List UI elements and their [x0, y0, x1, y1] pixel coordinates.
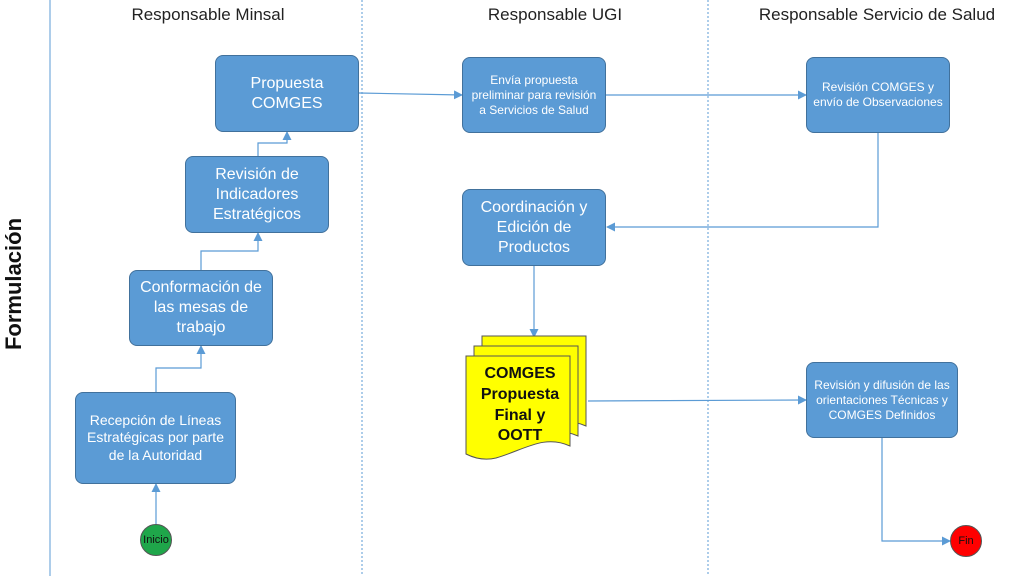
- document-label: COMGES Propuesta Final y OOTT: [470, 364, 570, 447]
- box-coordinacion-edicion: Coordinación y Edición de Productos: [462, 189, 606, 266]
- box-revision-indicadores: Revisión de Indicadores Estratégicos: [185, 156, 329, 233]
- box-revision-comges: Revisión COMGES y envío de Observaciones: [806, 57, 950, 133]
- arrow-propuesta-to-envia: [358, 90, 463, 100]
- document-label-line-1: COMGES: [484, 365, 556, 382]
- document-sheet-front: [465, 355, 571, 460]
- document-stack-shape: [465, 335, 587, 460]
- document-label-line-2: Propuesta: [480, 385, 560, 403]
- box-revision-difusion: Revisión y difusión de las orientaciones…: [806, 362, 958, 438]
- lane-title-minsal: Responsable Minsal: [131, 5, 285, 24]
- end-node: Fin: [950, 525, 982, 557]
- box-conformacion-mesas: Conformación de las mesas de trabajo: [129, 270, 273, 346]
- arrow-revision-comges-to-coordinacion: [606, 133, 879, 232]
- start-node: Inicio: [140, 524, 172, 556]
- arrow-recepcion-to-conformacion: [155, 345, 206, 392]
- document-label-line-3: Final y: [494, 406, 546, 424]
- document-label-line-4: OOTT: [497, 427, 543, 445]
- lane-title-servicio-salud: Responsable Servicio de Salud: [758, 5, 996, 24]
- box-envia-propuesta: Envía propuesta preliminar para revisión…: [462, 57, 606, 133]
- arrow-revision-difusion-to-end: [881, 438, 951, 546]
- arrow-conformacion-to-revision: [200, 232, 263, 270]
- box-propuesta-comges: Propuesta COMGES: [215, 55, 359, 132]
- arrow-document-to-revision-difusion: [587, 395, 807, 405]
- arrow-revision-to-propuesta: [257, 131, 292, 156]
- start-label: Inicio: [143, 534, 169, 546]
- lane-title-ugi: Responsable UGI: [487, 5, 623, 24]
- end-label: Fin: [958, 535, 974, 547]
- box-recepcion-lineas: Recepción de Líneas Estratégicas por par…: [75, 392, 236, 484]
